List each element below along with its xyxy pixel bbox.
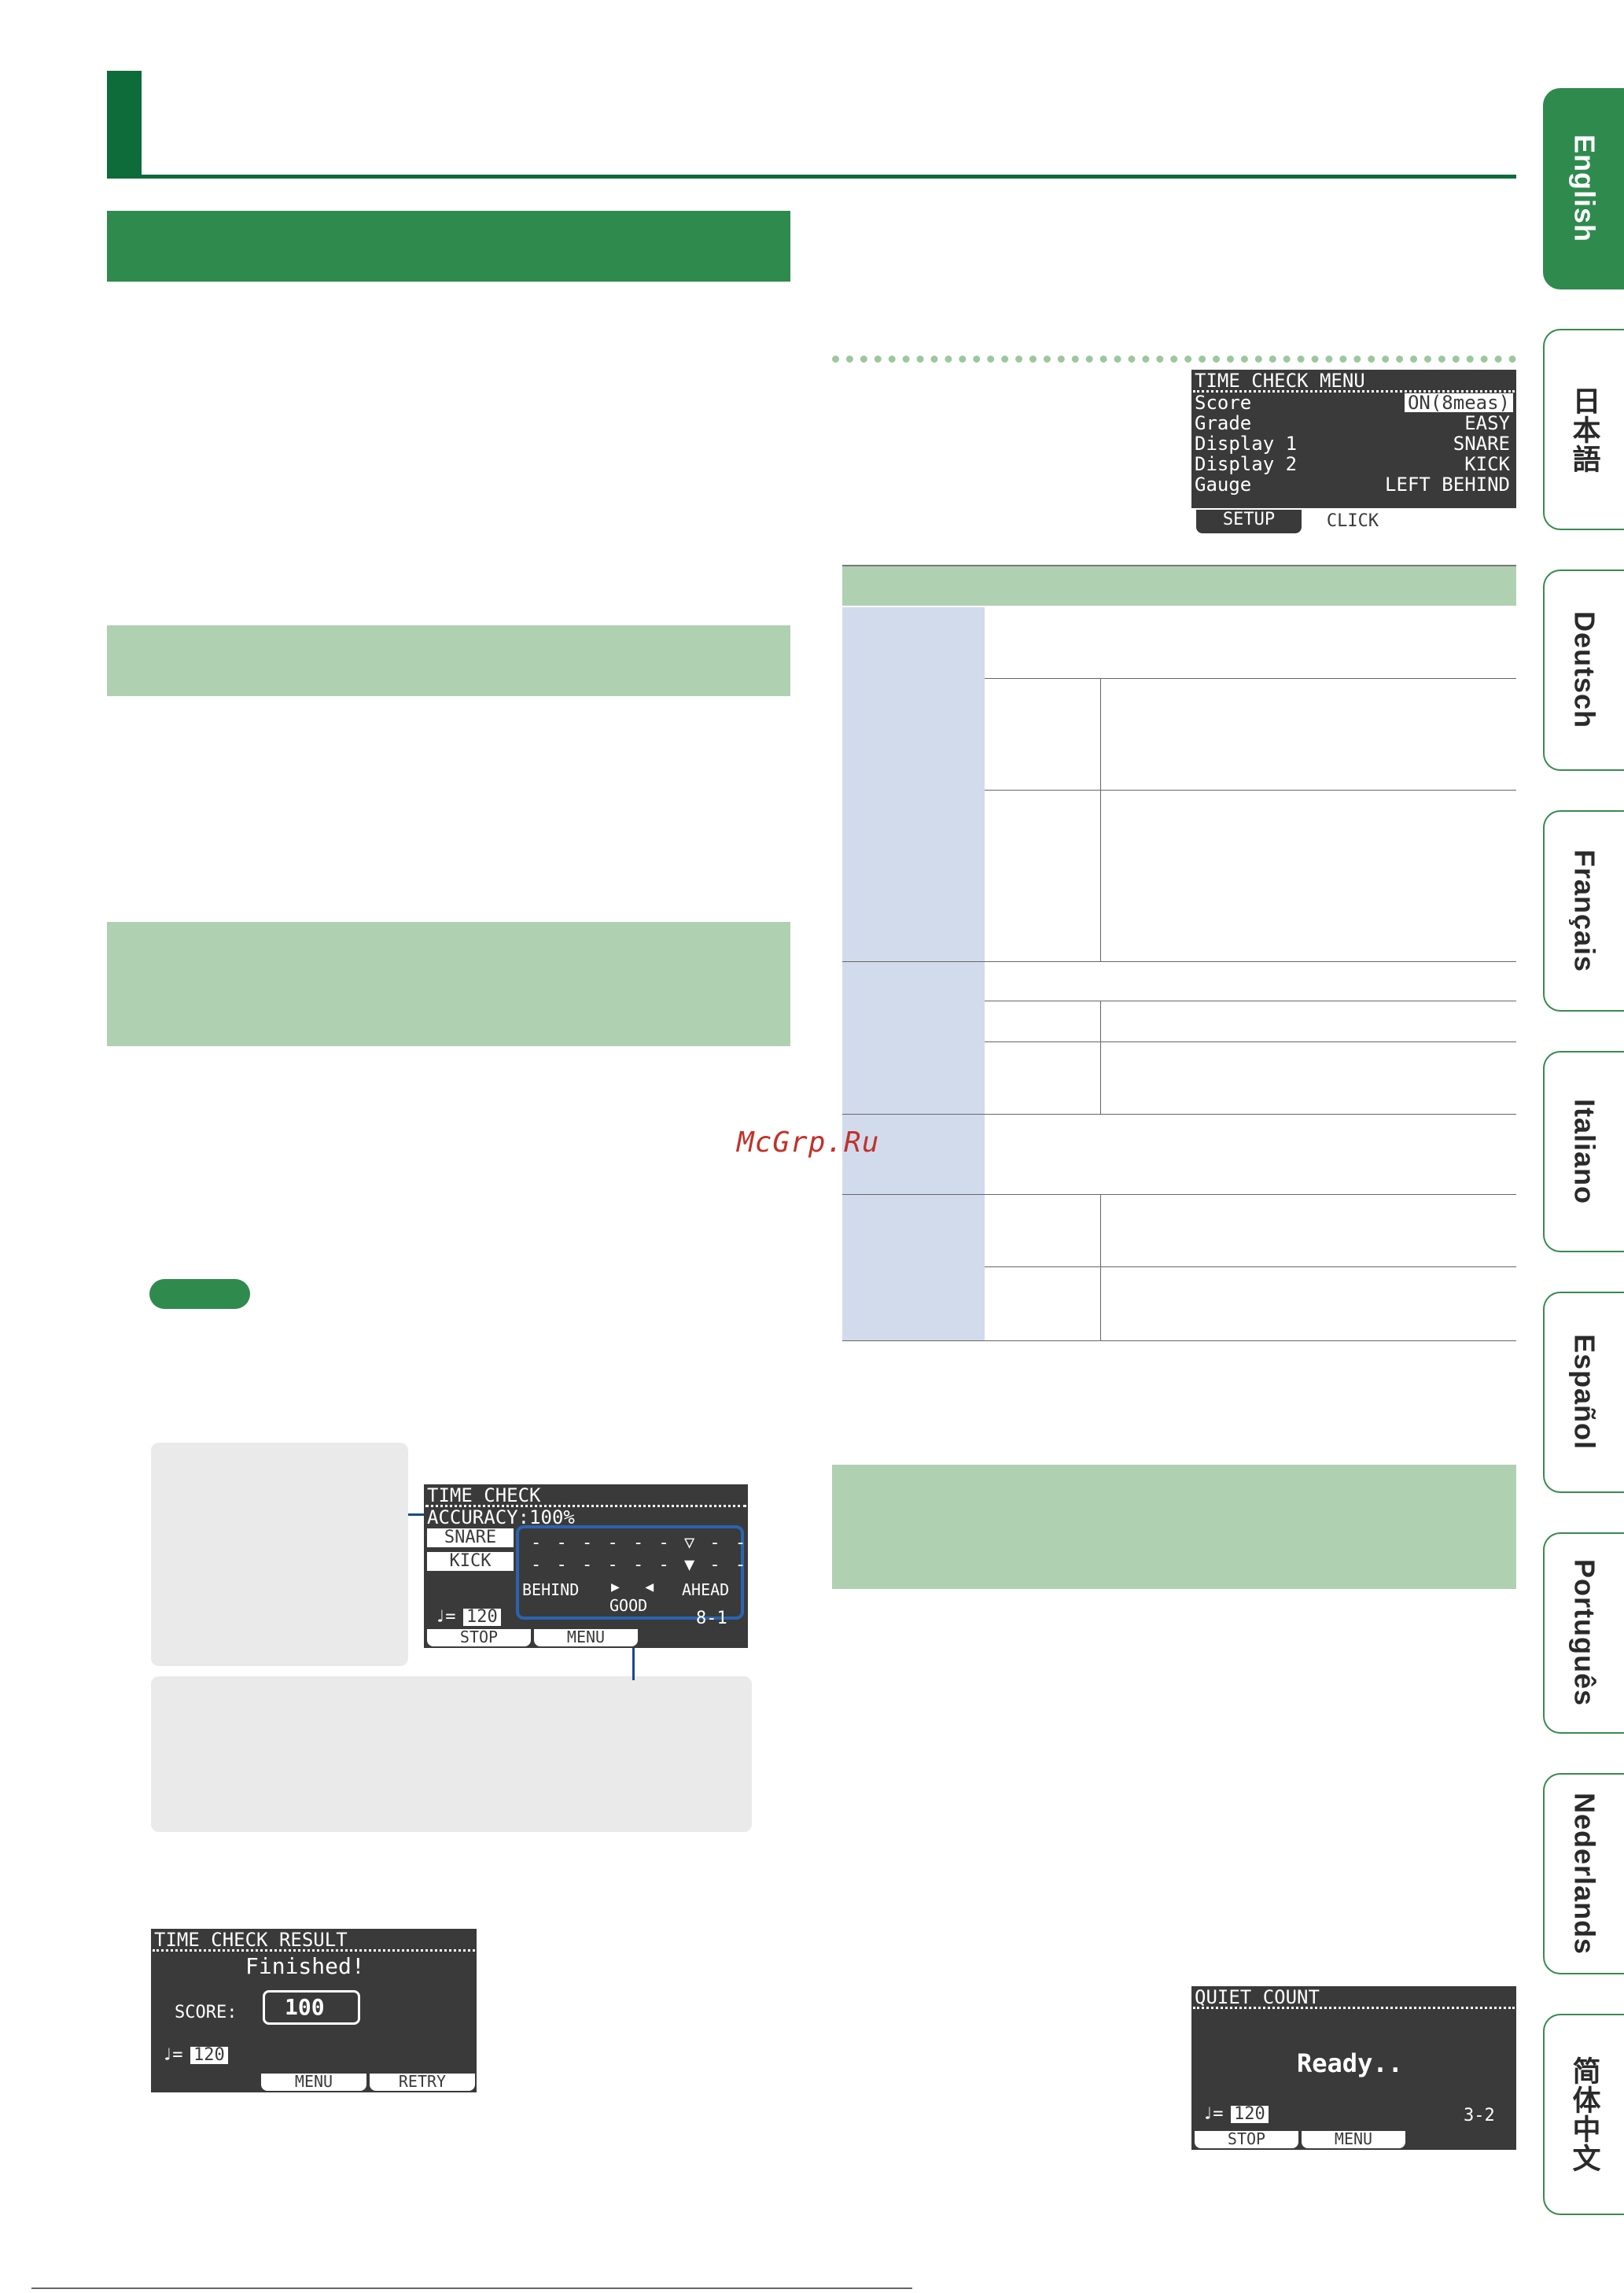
tempo-value: 120 <box>1231 2106 1269 2123</box>
language-tab-label: Français <box>1568 849 1601 973</box>
measure-readout: 3-2 <box>1464 2106 1495 2125</box>
table-row-line <box>842 1114 1516 1115</box>
ahead-label: AHEAD <box>682 1580 730 1599</box>
score-value: 100 <box>285 1994 325 2020</box>
menu-button[interactable]: MENU <box>261 2074 366 2091</box>
title-rule <box>107 175 1516 179</box>
table-row-line <box>985 1266 1516 1267</box>
language-tab-spanish[interactable]: Español <box>1543 1292 1624 1493</box>
note-box-bottom <box>151 1676 752 1832</box>
stop-button[interactable]: STOP <box>1195 2131 1298 2148</box>
note-box-left <box>151 1443 408 1666</box>
menu-row-display2-value[interactable]: KICK <box>1464 453 1510 475</box>
tempo-prefix: ♩= <box>1202 2104 1224 2124</box>
gauge-row-2: - - - - - - ▼ - - - - - - <box>531 1555 748 1575</box>
tempo-prefix: ♩= <box>435 1607 456 1627</box>
score-label: SCORE: <box>175 2003 238 2022</box>
screen-title: TIME CHECK MENU <box>1195 370 1365 392</box>
language-tab-label: 简体中文 <box>1568 2056 1601 2173</box>
language-tab-portuguese[interactable]: Português <box>1543 1532 1624 1734</box>
table-header <box>842 566 1516 606</box>
table-label-column <box>842 607 985 1340</box>
screen-title-separator <box>425 1505 746 1507</box>
display2-label: KICK <box>427 1552 514 1571</box>
title-accent-block <box>107 71 142 176</box>
screen-title: TIME CHECK <box>427 1484 541 1506</box>
language-tab-dutch[interactable]: Nederlands <box>1543 1773 1624 1974</box>
time-check-menu-screen: TIME CHECK MENU Score ON(8meas) Grade EA… <box>1191 370 1516 535</box>
quiet-count-screen: QUIET COUNT Ready.. ♩= 120 3-2 STOP MENU <box>1191 1986 1516 2150</box>
time-check-screen: TIME CHECK ACCURACY:100% SNARE KICK - - … <box>424 1484 748 1648</box>
screen-title: TIME CHECK RESULT <box>154 1929 348 1951</box>
section-heading-bar <box>107 211 790 282</box>
table-row-line <box>985 790 1516 791</box>
retry-button[interactable]: RETRY <box>370 2074 475 2091</box>
screen-title: QUIET COUNT <box>1195 1986 1320 2008</box>
table-divider <box>1100 678 1101 961</box>
language-tab-label: Português <box>1568 1559 1601 1707</box>
subsection-heading-bar <box>107 625 790 696</box>
ready-message: Ready.. <box>1297 2048 1403 2078</box>
time-check-result-screen: TIME CHECK RESULT Finished! SCORE: 100 ♩… <box>151 1929 477 2092</box>
table-divider <box>1100 1001 1101 1114</box>
tempo-prefix: ♩= <box>162 2045 183 2065</box>
tempo-value: 120 <box>463 1609 501 1626</box>
language-tab-label: Español <box>1568 1334 1601 1451</box>
menu-row-grade-value[interactable]: EASY <box>1464 412 1510 434</box>
tempo-value: 120 <box>190 2047 228 2064</box>
timing-gauge-highlight <box>516 1525 744 1620</box>
tab-click[interactable]: CLICK <box>1302 513 1404 532</box>
menu-row-display2-label: Display 2 <box>1195 453 1298 475</box>
language-tab-japanese[interactable]: 日本語 <box>1543 329 1624 530</box>
table-row-line <box>985 678 1516 679</box>
menu-row-grade-label: Grade <box>1195 412 1252 434</box>
table-divider <box>1100 1194 1101 1340</box>
finished-message: Finished! <box>245 1953 365 1979</box>
language-tab-german[interactable]: Deutsch <box>1543 570 1624 771</box>
stop-button[interactable]: STOP <box>427 1629 531 1646</box>
subsection-heading-bar-3 <box>832 1465 1516 1589</box>
screen-title-separator <box>153 1949 475 1952</box>
language-tab-label: Italiano <box>1568 1098 1601 1205</box>
language-tab-french[interactable]: Français <box>1543 810 1624 1012</box>
table-row-line <box>985 1041 1516 1042</box>
menu-row-gauge-value[interactable]: LEFT BEHIND <box>1385 474 1510 496</box>
subsection-heading-bar-2 <box>107 922 790 1046</box>
accuracy-readout: ACCURACY:100% <box>427 1506 575 1528</box>
screen-title-separator <box>1193 2007 1515 2009</box>
menu-row-gauge-label: Gauge <box>1195 474 1252 496</box>
menu-button[interactable]: MENU <box>1302 2131 1405 2148</box>
language-tab-label: English <box>1568 135 1601 243</box>
tab-setup[interactable]: SETUP <box>1196 510 1302 533</box>
language-tab-english[interactable]: English <box>1543 88 1624 289</box>
table-row-line <box>842 961 1516 962</box>
language-tab-label: Deutsch <box>1568 611 1601 729</box>
menu-row-display1-value[interactable]: SNARE <box>1453 433 1510 455</box>
good-label: GOOD <box>609 1596 648 1615</box>
good-markers: ▶ ◀ <box>611 1579 654 1595</box>
language-tab-chinese[interactable]: 简体中文 <box>1543 2014 1624 2215</box>
table-bottom-rule <box>842 1340 1516 1341</box>
footer-rule <box>31 2287 912 2289</box>
callout-line-left <box>408 1513 432 1516</box>
language-tab-label: Nederlands <box>1568 1792 1601 1956</box>
score-box <box>263 1990 360 2025</box>
memo-badge <box>149 1279 250 1309</box>
menu-row-score-value[interactable]: ON(8meas) <box>1404 393 1513 412</box>
gauge-row-1: - - - - - - ▽ - - - - - - <box>531 1533 748 1553</box>
dotted-divider <box>832 356 1516 363</box>
menu-button[interactable]: MENU <box>534 1629 638 1646</box>
behind-label: BEHIND <box>522 1580 580 1599</box>
measure-readout: 8-1 <box>696 1609 727 1628</box>
language-tab-italian[interactable]: Italiano <box>1543 1051 1624 1252</box>
table-top-rule <box>842 565 1516 566</box>
table-row-line <box>842 1194 1516 1195</box>
callout-line-bottom <box>632 1646 635 1680</box>
display1-label: SNARE <box>427 1528 514 1547</box>
menu-row-score-label: Score <box>1195 392 1252 414</box>
menu-row-display1-label: Display 1 <box>1195 433 1298 455</box>
language-tab-label: 日本語 <box>1568 385 1601 474</box>
screen-title-separator <box>1193 390 1515 393</box>
watermark-text: McGrp.Ru <box>737 1126 880 1159</box>
